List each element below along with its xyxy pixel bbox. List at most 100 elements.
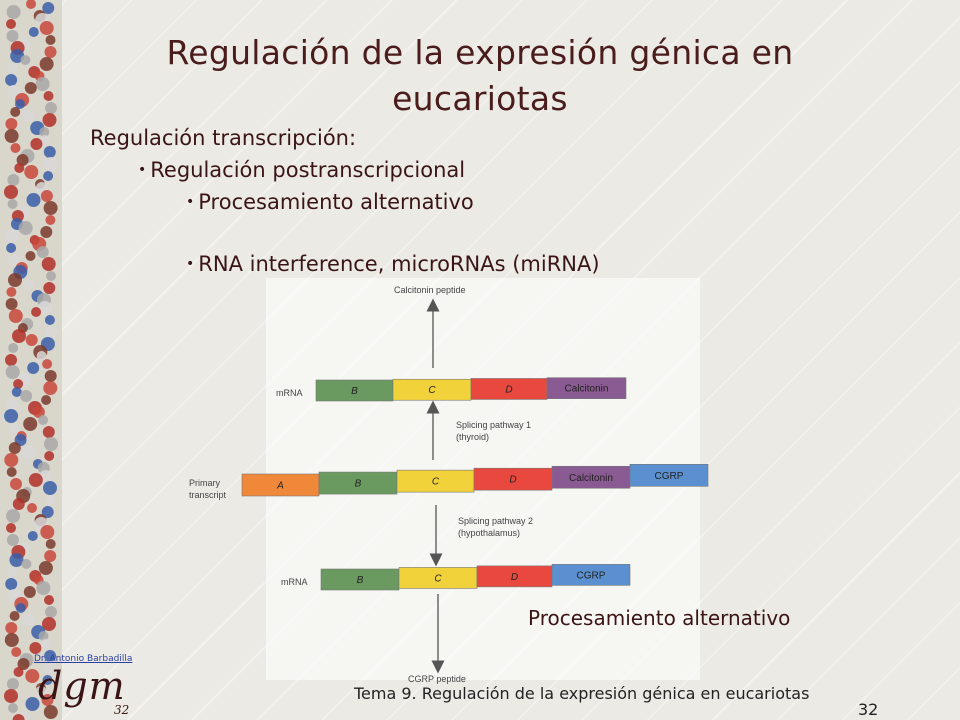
dna-atom <box>15 99 25 109</box>
dna-atom <box>42 359 53 369</box>
primary-label: Primary <box>189 478 220 488</box>
dna-atom <box>12 714 25 720</box>
bullet-dot: • <box>138 162 147 178</box>
pathway2-tissue: (hypothalamus) <box>458 528 520 538</box>
dna-atom <box>17 658 30 670</box>
segment-label-cgrp: CGRP <box>655 471 684 482</box>
dna-atom <box>44 451 55 461</box>
calcitonin-peptide-label: Calcitonin peptide <box>394 285 466 295</box>
dna-atom <box>40 190 53 202</box>
dna-atom <box>22 110 35 122</box>
heading-regulation: Regulación transcripción: <box>90 126 357 150</box>
author-link[interactable]: Dr. Antonio Barbadilla <box>34 654 133 664</box>
dna-atom <box>6 30 19 42</box>
dna-atom <box>44 595 54 605</box>
dna-atom <box>6 243 17 253</box>
bullet-rna-interference-text: RNA interference, microRNAs (miRNA) <box>198 252 600 276</box>
dna-atom <box>14 163 25 173</box>
dna-atom <box>10 107 21 117</box>
dna-atom <box>5 298 18 310</box>
dna-atom <box>42 617 56 631</box>
transcript-label: transcript <box>189 490 227 500</box>
dna-atom <box>42 426 55 438</box>
dna-atom <box>7 63 18 73</box>
dna-atom <box>38 631 49 641</box>
dna-atom <box>6 467 17 477</box>
dna-atom <box>41 506 54 518</box>
dna-atom <box>8 309 23 323</box>
dna-atom <box>24 165 39 179</box>
dna-atom <box>23 417 38 431</box>
dna-atom <box>42 2 55 14</box>
dna-atom <box>27 362 40 374</box>
pathway1-label: Splicing pathway 1 <box>456 420 531 430</box>
dna-atom <box>6 287 17 297</box>
dna-atom <box>9 423 20 433</box>
dna-atom <box>25 334 38 346</box>
segment-label-calcitonin: Calcitonin <box>565 384 609 395</box>
segment-label-cgrp: CGRP <box>577 570 606 581</box>
dna-atom <box>40 226 53 238</box>
dna-atom <box>45 215 56 225</box>
dna-atom <box>4 409 19 423</box>
figure-caption: Procesamiento alternativo <box>528 606 791 630</box>
dna-atom <box>38 415 49 425</box>
dna-atom <box>8 703 18 713</box>
dna-atom <box>8 343 19 353</box>
bullet-alternative-processing: •Procesamiento alternativo <box>186 190 474 214</box>
dna-atom <box>20 390 33 402</box>
dna-atom <box>43 381 58 395</box>
dna-atom <box>4 453 19 467</box>
segment-label-c: C <box>428 385 436 396</box>
footer-topic: Tema 9. Regulación de la expresión génic… <box>354 684 810 703</box>
segment-label-d: D <box>505 384 512 395</box>
segment-cgrp <box>629 463 709 487</box>
dna-atom <box>13 667 24 677</box>
segment-label-b: B <box>355 479 362 490</box>
dna-atom <box>5 74 18 86</box>
dna-atom <box>39 135 50 145</box>
dna-atom <box>43 661 58 675</box>
dna-atom <box>6 534 19 546</box>
dna-decoration <box>0 0 62 720</box>
dna-atom <box>6 509 21 523</box>
dna-atom <box>26 0 36 9</box>
dna-atom <box>43 705 58 719</box>
cgrp-peptide-label: CGRP peptide <box>408 674 466 684</box>
dna-atom <box>5 622 18 634</box>
dna-atom <box>43 171 54 181</box>
dna-atom <box>5 354 17 366</box>
dna-atom <box>4 689 18 703</box>
dna-atom <box>6 523 16 533</box>
dna-atom <box>4 633 19 647</box>
dna-atom <box>41 694 54 706</box>
dna-atom <box>13 379 24 389</box>
bullet-postranscriptional: •Regulación postranscripcional <box>138 158 465 182</box>
dna-atom <box>44 650 57 662</box>
dna-atom <box>28 27 39 37</box>
dna-atom <box>43 157 58 171</box>
segment-cgrp <box>551 564 631 586</box>
dna-atom <box>28 473 43 487</box>
dgm-logo: dgm <box>38 664 126 708</box>
dna-atom <box>12 329 26 343</box>
segment-calcitonin <box>546 377 627 399</box>
dna-atom <box>40 525 55 539</box>
bullet-dot: • <box>186 194 195 210</box>
dna-atom <box>36 246 49 258</box>
dna-atom <box>44 550 57 562</box>
dna-atom <box>23 614 36 626</box>
dna-atom <box>32 406 45 418</box>
dna-atom <box>40 639 51 649</box>
segment-label-c: C <box>434 573 442 584</box>
dna-atom <box>36 581 51 595</box>
dna-atom <box>30 138 43 150</box>
dna-atom <box>5 365 20 379</box>
dna-atom <box>35 686 47 698</box>
dna-atom <box>44 315 55 325</box>
bullet-alternative-processing-text: Procesamiento alternativo <box>198 190 474 214</box>
dna-atom <box>8 254 20 266</box>
